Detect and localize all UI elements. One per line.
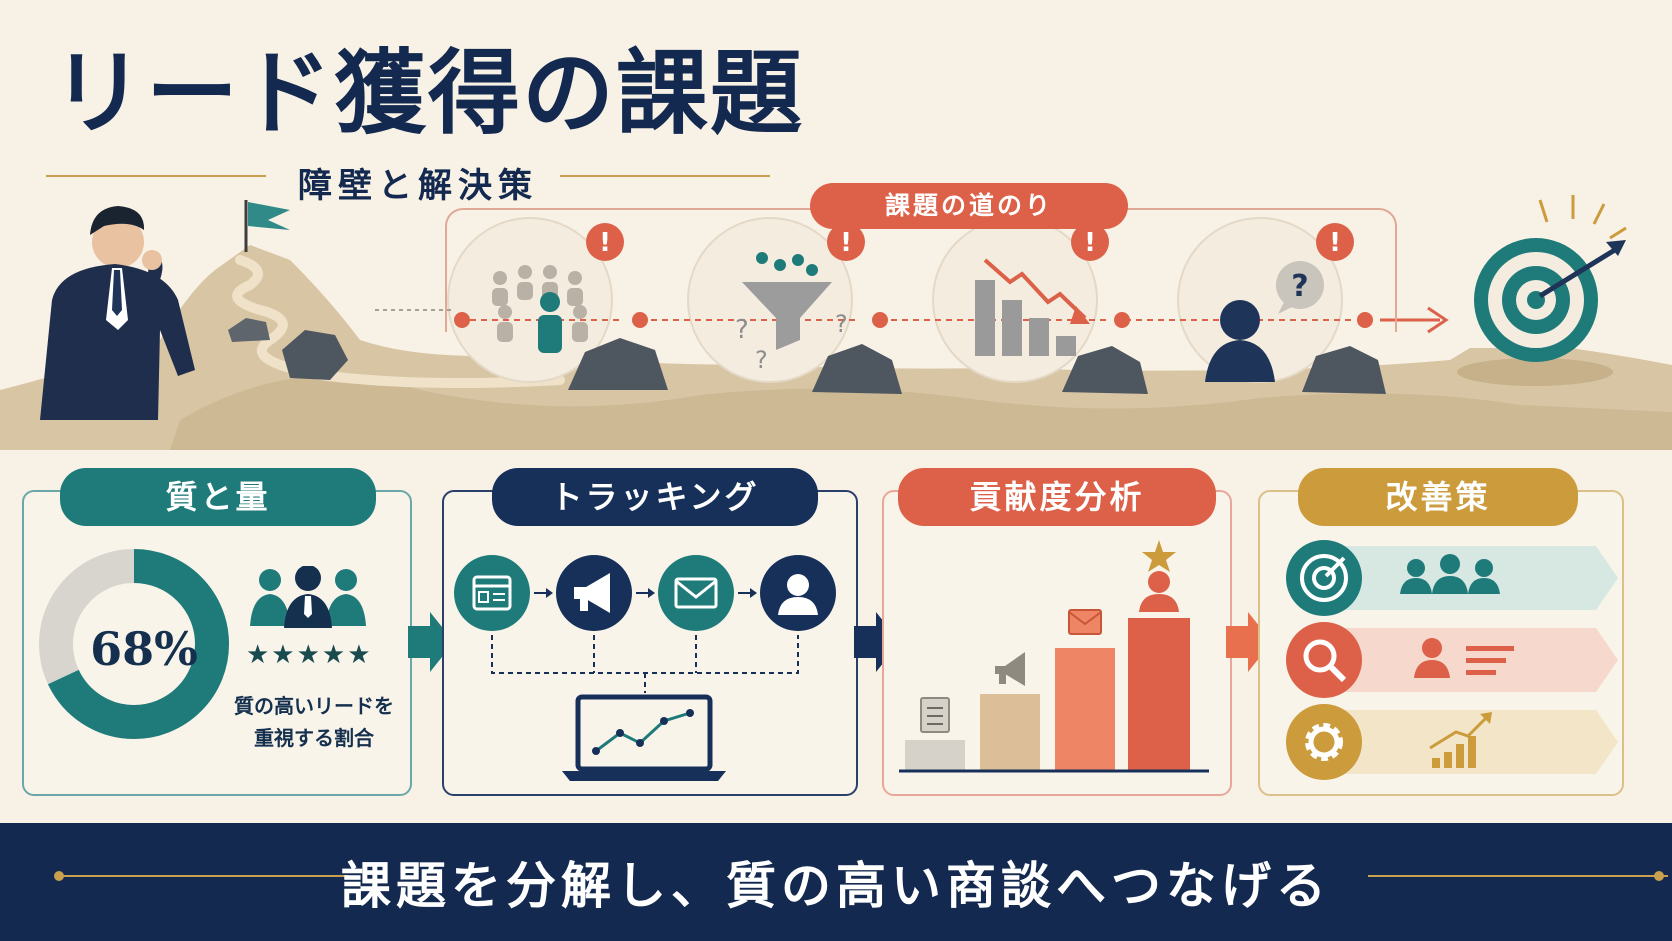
alert-icon: ! — [827, 223, 865, 261]
banner-message: 課題を分解し、質の高い商談へつなげる — [341, 856, 1331, 915]
team-icon — [1400, 554, 1500, 594]
banner-dot-left — [54, 871, 64, 881]
svg-text:!: ! — [1084, 228, 1096, 258]
top-contributor-icon — [1139, 571, 1179, 612]
page-subtitle: 障壁と解決策 — [298, 166, 538, 206]
svg-text:!: ! — [840, 228, 852, 258]
declining-chart-icon — [975, 258, 1090, 356]
target-icon — [1286, 540, 1362, 616]
bottom-banner — [0, 823, 1672, 941]
page-title: リード獲得の課題 — [52, 39, 805, 147]
confused-person-icon: ? — [1205, 261, 1324, 382]
svg-text:?: ? — [735, 315, 749, 345]
rock-icon — [568, 338, 668, 390]
arrow-right-icon — [408, 612, 454, 672]
banner-rule-left — [58, 875, 348, 877]
crowd-icon — [492, 265, 588, 342]
tracking-flow — [454, 555, 836, 781]
lead-person-icon — [538, 292, 562, 353]
growth-chart-icon — [1429, 712, 1492, 768]
attribution-chart — [899, 540, 1209, 773]
megaphone-icon — [995, 652, 1025, 686]
svg-text:?: ? — [755, 346, 768, 374]
alert-icon: ! — [1316, 223, 1354, 261]
webpage-icon — [454, 555, 530, 631]
search-icon — [1286, 622, 1362, 698]
flag-icon — [248, 202, 290, 230]
team-icon — [250, 566, 366, 628]
title-rule-right — [560, 175, 770, 177]
rating-stars: ★★★★★ — [246, 640, 373, 670]
arrow-right-icon — [854, 612, 900, 672]
star-icon — [1142, 540, 1176, 572]
card-quality-label: 質と量 — [60, 468, 376, 526]
laptop-analytics-icon — [562, 694, 726, 781]
svg-text:?: ? — [1291, 269, 1308, 304]
alert-icon: ! — [1071, 223, 1109, 261]
journey-scene: ! ! ! ! ? ? ? ? — [0, 195, 1672, 450]
quality-donut — [39, 549, 229, 739]
svg-text:?: ? — [835, 310, 848, 338]
funnel-icon: ? ? ? — [735, 252, 848, 374]
rock-icon — [1302, 346, 1386, 394]
card-tracking-label: トラッキング — [492, 468, 818, 526]
gear-icon — [1286, 704, 1362, 780]
quality-description: 質の高いリードを重視する割合 — [234, 694, 394, 750]
card-attribution-label: 貢献度分析 — [898, 468, 1216, 526]
document-icon — [920, 697, 950, 733]
banner-dot-right — [1654, 871, 1664, 881]
rock-icon — [1062, 346, 1148, 394]
svg-text:!: ! — [1329, 228, 1341, 258]
title-rule-left — [46, 175, 266, 177]
businessman-icon — [40, 206, 195, 420]
profile-list-icon — [1414, 638, 1514, 678]
journey-label: 課題の道のり — [810, 183, 1128, 229]
email-icon — [658, 555, 734, 631]
alert-icon: ! — [586, 223, 624, 261]
improvement-list — [1286, 540, 1618, 780]
megaphone-icon — [556, 555, 632, 631]
email-icon — [1068, 609, 1102, 635]
card-improvement-label: 改善策 — [1298, 468, 1578, 526]
terrain-shade — [170, 375, 1672, 450]
quality-percent: 68% — [90, 622, 198, 676]
target-icon — [1457, 195, 1627, 386]
arrow-right-icon — [1226, 612, 1272, 672]
svg-text:!: ! — [599, 228, 611, 258]
user-icon — [760, 555, 836, 631]
rock-icon — [282, 330, 348, 380]
rock-icon — [228, 318, 270, 342]
banner-rule-right — [1368, 875, 1668, 877]
rock-icon — [812, 344, 902, 394]
